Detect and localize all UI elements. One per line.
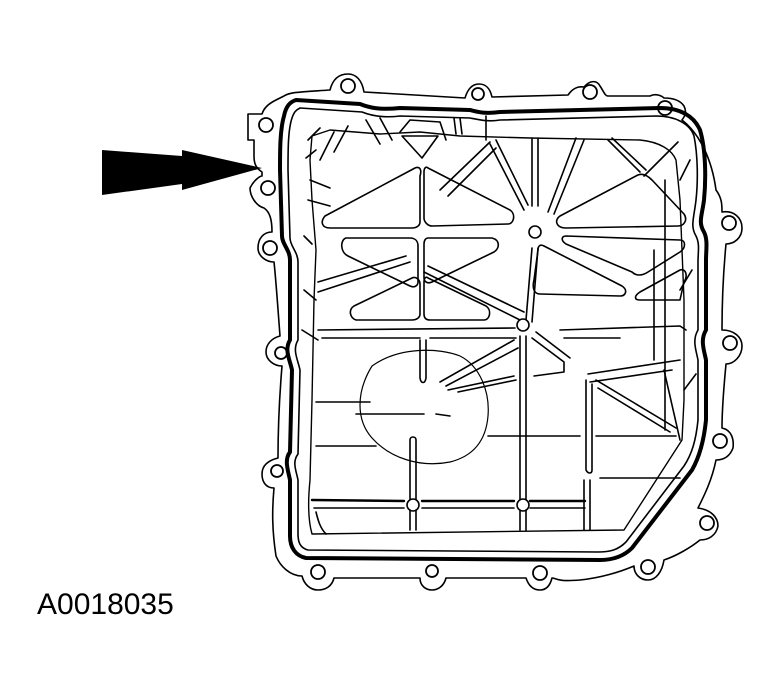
- bolt-hole: [274, 346, 288, 360]
- bolt-hole: [582, 84, 598, 100]
- bolt-hole: [532, 565, 548, 581]
- bolt-hole: [425, 564, 439, 578]
- bolt-hole: [640, 559, 656, 575]
- bolt-hole: [471, 87, 485, 101]
- bolt-hole: [260, 180, 276, 196]
- bolt-hole: [310, 564, 326, 580]
- bolt-hole: [258, 117, 274, 133]
- gasket-flange-outline: [247, 73, 743, 591]
- rib-bosses: [406, 225, 542, 512]
- bolt-hole: [340, 78, 356, 94]
- pan-interior-rim: [307, 129, 685, 535]
- figure-id-label: A0018035: [37, 588, 174, 621]
- bolt-hole: [722, 335, 738, 351]
- bolt-hole: [721, 215, 737, 231]
- direction-arrow-icon: [102, 150, 262, 195]
- bolt-hole: [262, 240, 278, 256]
- pan-ribs: [301, 115, 697, 535]
- bolt-hole: [270, 464, 284, 478]
- bolt-hole: [712, 433, 728, 449]
- bolt-hole: [699, 515, 715, 531]
- gasket-bead: [278, 98, 709, 562]
